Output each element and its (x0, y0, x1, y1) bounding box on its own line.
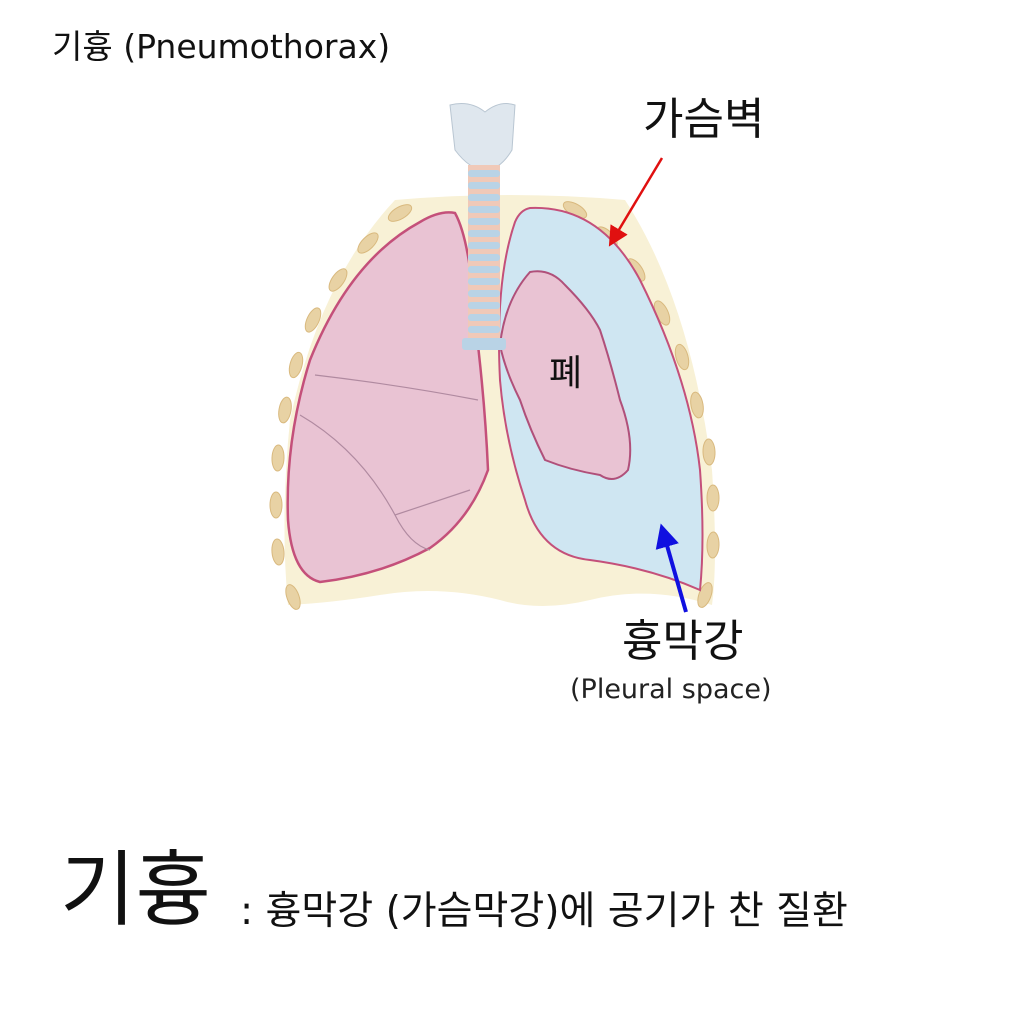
chest-wall-arrow (608, 157, 664, 247)
trachea (449, 103, 516, 350)
pleural-space-label: 흉막강 (622, 616, 744, 667)
pleural-space-arrow (655, 523, 688, 613)
right-lung (286, 211, 490, 584)
pleural-space-english-label: (Pleural space) (570, 674, 772, 705)
footer-definition: : 흉막강 (가슴막강)에 공기가 찬 질환 (240, 889, 848, 934)
collapsed-lung (498, 270, 632, 480)
lung-label: 폐 (549, 353, 583, 394)
chest-wall-label: 가슴벽 (643, 94, 765, 145)
ribs (269, 201, 720, 610)
diagram-title: 기흉 (Pneumothorax) (52, 27, 391, 66)
footer-term: 기흉 (60, 843, 211, 938)
